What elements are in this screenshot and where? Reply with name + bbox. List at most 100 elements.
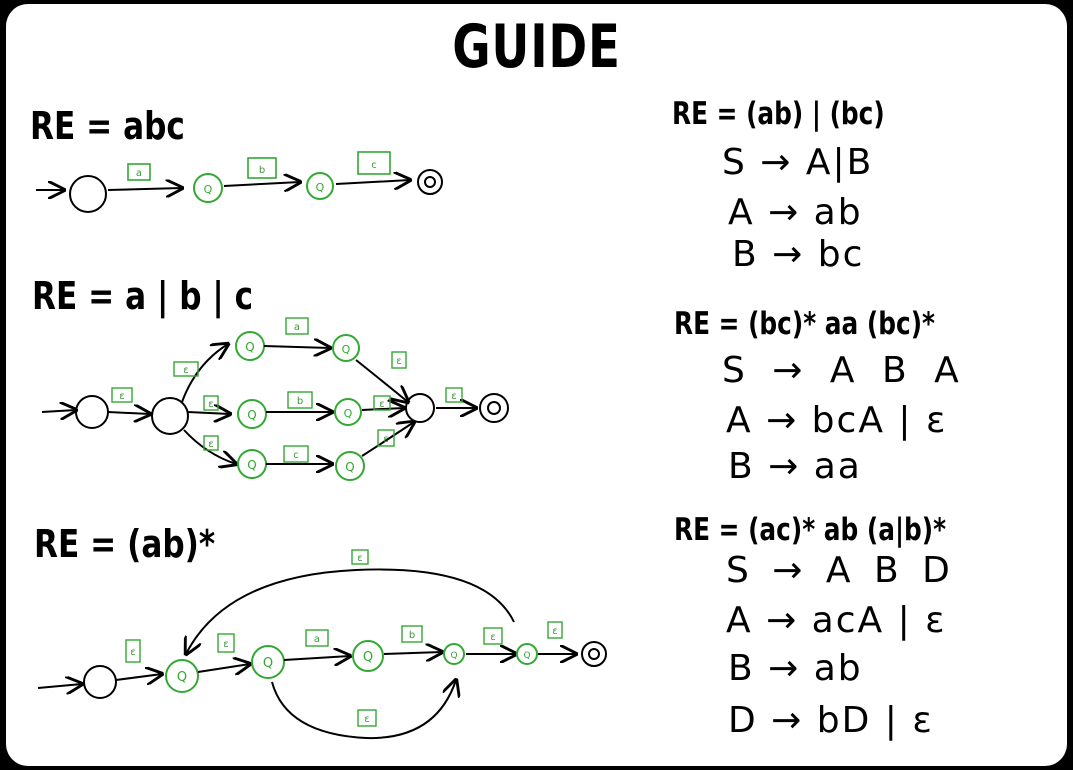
label-epsilon: ε	[223, 639, 228, 650]
label-box	[391, 351, 407, 369]
label-box-c	[357, 151, 391, 175]
join-middle	[361, 408, 404, 410]
epsilon-transition	[197, 664, 250, 672]
state-letter: Q	[316, 181, 325, 194]
loop-back-arrow	[186, 568, 515, 654]
label-epsilon: ε	[396, 356, 401, 367]
diagram-a-or-b-or-c	[41, 331, 509, 481]
accept-state-outer	[479, 393, 509, 423]
start-state	[75, 395, 109, 429]
epsilon-transition	[107, 412, 150, 414]
automata-diagrams: a b c Q Q	[36, 151, 607, 740]
transition-a	[283, 656, 350, 660]
state-q	[193, 173, 223, 203]
label-b: b	[297, 396, 303, 407]
label-epsilon: ε	[130, 647, 135, 658]
state-q	[332, 334, 360, 362]
state-q	[443, 643, 465, 665]
state-q	[352, 640, 384, 672]
skip-arrow	[271, 680, 456, 740]
label-epsilon: ε	[119, 391, 124, 402]
transition-b	[223, 182, 300, 186]
state-letter: Q	[204, 183, 213, 196]
label-epsilon-loop: ε	[357, 553, 362, 564]
label-a: a	[294, 322, 300, 333]
label-box	[285, 317, 309, 335]
accept-state-inner	[424, 176, 436, 188]
split-state	[151, 397, 189, 435]
accept-state-outer	[417, 169, 443, 195]
state-letter: Q	[342, 343, 351, 356]
grammar-3-rule-1: S → A B D	[726, 550, 956, 591]
state-letter: Q	[245, 340, 254, 354]
label-box	[173, 361, 199, 377]
label-box	[547, 621, 563, 639]
state-letter: Q	[450, 651, 457, 661]
label-epsilon: ε	[552, 626, 557, 637]
state-letter: Q	[247, 458, 256, 472]
re-abc-heading: RE = abc	[30, 104, 185, 148]
grammar-1-rule-2: A → ab	[728, 192, 863, 233]
state-letter: Q	[523, 651, 530, 661]
diagram-ab-star	[37, 568, 607, 740]
label-box	[287, 391, 313, 409]
start-state	[69, 175, 107, 213]
state-q	[165, 659, 199, 693]
grammar-3-rule-2: A → acA | ε	[726, 600, 947, 641]
guide-card: GUIDE RE = abc RE = a | b | c RE = (ab)*…	[6, 4, 1067, 766]
join-bottom	[361, 422, 414, 457]
grammar-2-rule-3: B → aa	[728, 446, 862, 487]
transition-b	[383, 652, 442, 654]
state-q	[251, 645, 285, 679]
branch-top	[181, 344, 228, 403]
label-epsilon: ε	[183, 365, 188, 376]
label-epsilon: ε	[208, 399, 213, 410]
label-a: a	[136, 168, 142, 179]
join-state	[405, 393, 435, 423]
accept-state-outer	[581, 641, 607, 667]
re-bc-star-aa-heading: RE = (bc)* aa (bc)*	[674, 306, 936, 342]
state-q	[516, 643, 538, 665]
state-letter: Q	[344, 407, 353, 420]
grammar-2-rule-2: A → bcA | ε	[726, 400, 948, 441]
label-box	[445, 387, 463, 403]
transition-a	[107, 188, 182, 190]
label-box	[483, 627, 503, 645]
state-letter: Q	[345, 460, 354, 474]
grammar-1-rule-3: B → bc	[732, 234, 865, 275]
join-top	[355, 359, 408, 402]
state-q	[335, 451, 365, 481]
label-epsilon: ε	[208, 439, 213, 450]
accept-state-inner	[588, 648, 600, 660]
label-c: c	[371, 160, 377, 171]
re-ac-star-ab-heading: RE = (ac)* ab (a|b)*	[674, 512, 947, 548]
label-a: a	[314, 634, 320, 645]
label-b: b	[259, 165, 265, 176]
state-letter: Q	[263, 656, 273, 671]
state-letter: Q	[177, 670, 187, 685]
state-letter: Q	[247, 408, 256, 422]
accept-state-inner	[487, 401, 501, 415]
branch-middle	[187, 412, 230, 414]
transition-c	[335, 180, 410, 184]
label-epsilon-skip: ε	[364, 714, 369, 725]
label-box	[401, 625, 423, 643]
grammar-1-rule-1: S → A|B	[722, 142, 874, 183]
label-box	[111, 387, 133, 403]
label-box	[373, 395, 391, 411]
state-q	[237, 399, 267, 429]
label-box-a	[127, 163, 151, 181]
label-epsilon: ε	[490, 632, 495, 643]
grammar-3-rule-4: D → bD | ε	[728, 700, 934, 741]
label-epsilon: ε	[383, 434, 388, 445]
re-ab-star-heading: RE = (ab)*	[34, 522, 216, 566]
label-box	[217, 633, 235, 653]
start-arrow	[41, 410, 76, 412]
label-box-b	[247, 157, 277, 179]
label-box	[305, 629, 329, 647]
grammar-3-rule-3: B → ab	[728, 648, 863, 689]
label-box	[125, 639, 141, 663]
label-box	[283, 445, 309, 463]
label-box	[357, 709, 377, 727]
epsilon-transition	[115, 674, 162, 680]
